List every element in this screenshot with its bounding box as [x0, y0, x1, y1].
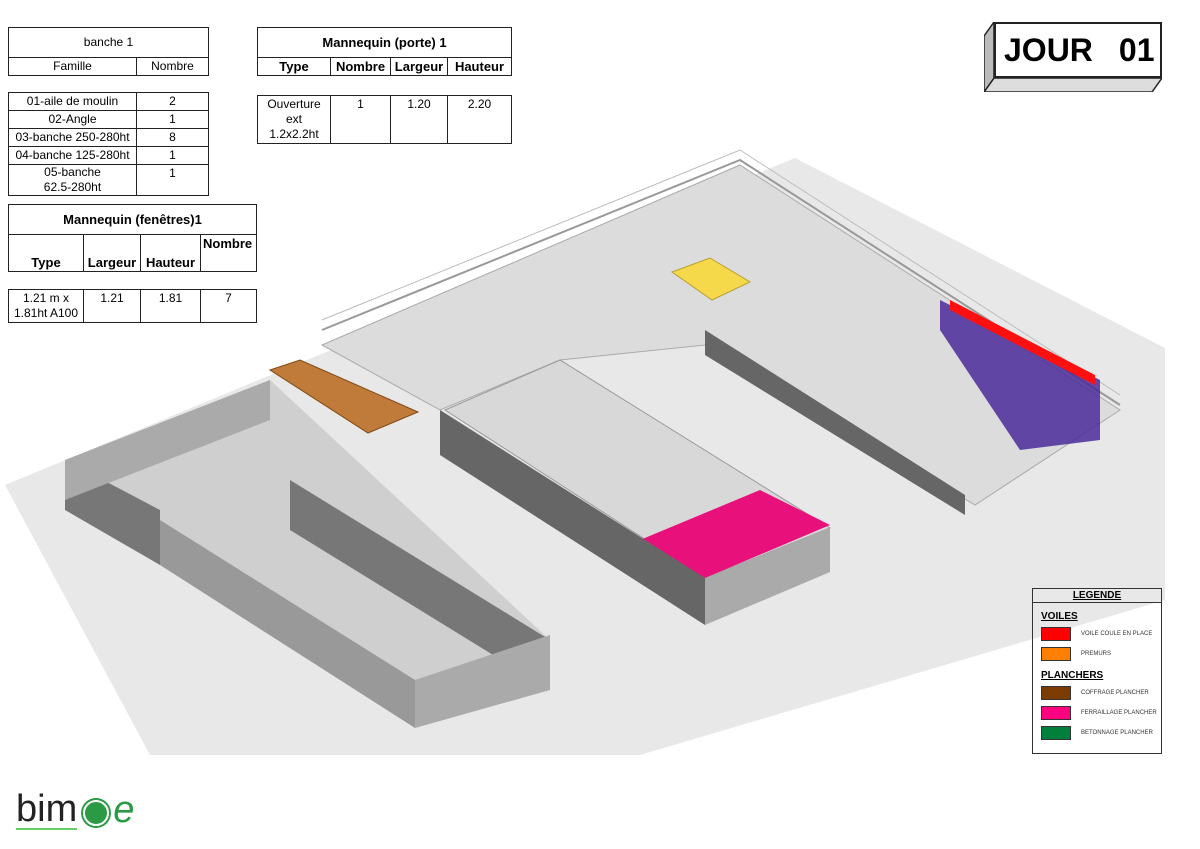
legend-label: FERRAILLAGE PLANCHER [1081, 710, 1157, 716]
yellow-slab [670, 257, 752, 301]
legend-label: COFFRAGE PLANCHER [1081, 690, 1149, 696]
color-swatch [1041, 647, 1071, 661]
legend-label: PREMURS [1081, 651, 1112, 657]
center-wall-end [705, 528, 830, 625]
cell: 2.20 [447, 95, 512, 144]
day-number: 01 [1118, 31, 1155, 68]
header: Type [257, 57, 331, 76]
color-swatch [1041, 706, 1071, 720]
header-famille: Famille [8, 57, 137, 76]
guardrail-back-top [321, 149, 1121, 396]
cell: 1 [136, 164, 209, 196]
left-block-floor [65, 380, 550, 728]
header: Hauteur [140, 234, 201, 272]
brown-slab [268, 359, 420, 434]
cell: 8 [136, 128, 209, 147]
header-nombre: Nombre [135, 57, 210, 76]
header: Hauteur [447, 57, 512, 76]
legend-item: COFFRAGE PLANCHER [1041, 685, 1161, 701]
logo-circle-icon [83, 800, 110, 826]
color-swatch [1041, 686, 1071, 700]
badge-3d-shadow [984, 22, 1162, 92]
legend: LEGENDE VOILES VOILE COULE EN PLACE PREM… [1032, 588, 1162, 754]
cell: 03-banche 250-280ht [8, 128, 137, 147]
center-wall [440, 410, 705, 625]
cell: 04-banche 125-280ht [8, 146, 137, 165]
legend-section-title: PLANCHERS [1041, 670, 1104, 681]
cell: 1.20 [390, 95, 448, 144]
logo-text: bim [16, 788, 78, 830]
cell: 7 [200, 289, 257, 323]
header: Largeur [390, 57, 448, 76]
legend-item: BETONNAGE PLANCHER [1041, 725, 1161, 741]
porte-title: Mannequin (porte) 1 [257, 27, 512, 58]
formwork-purple [940, 300, 1100, 450]
end-wall [415, 635, 550, 728]
color-swatch [1041, 627, 1071, 641]
color-swatch [1041, 726, 1071, 740]
cell: 2 [136, 92, 209, 111]
fenetres-title: Mannequin (fenêtres)1 [8, 204, 257, 235]
day-label: JOUR [1004, 31, 1093, 68]
cell: 1 [136, 110, 209, 129]
back-wall [65, 380, 270, 500]
formwork-red [950, 300, 1095, 385]
legend-label: BETONNAGE PLANCHER [1081, 730, 1153, 736]
header: Nombre [200, 234, 257, 272]
legend-item: FERRAILLAGE PLANCHER [1041, 705, 1161, 721]
header: Nombre [330, 57, 391, 76]
cell: 1.81 [140, 289, 201, 323]
cell: 02-Angle [8, 110, 137, 129]
cell: 1.21 m x 1.81ht A100 [8, 289, 84, 323]
logo-text-e: e [113, 789, 135, 831]
legend-label: VOILE COULE EN PLACE [1081, 631, 1153, 637]
legend-section-title: VOILES [1041, 611, 1078, 622]
left-long-wall [160, 520, 415, 728]
pink-slab [640, 490, 830, 578]
banche-title: banche 1 [8, 27, 209, 58]
cell: 1.21 [83, 289, 141, 323]
cell: 01-aile de moulin [8, 92, 137, 111]
header: Type [8, 234, 84, 272]
cell: 1 [136, 146, 209, 165]
day-badge: JOUR 01 [984, 22, 1162, 92]
cell: Ouverture ext 1.2x2.2ht [257, 95, 331, 144]
legend-title: LEGENDE [1033, 589, 1161, 603]
legend-item: VOILE COULE EN PLACE [1041, 626, 1161, 642]
header: Largeur [83, 234, 141, 272]
legend-item: PREMURS [1041, 646, 1161, 662]
right-wing-wall [705, 330, 965, 515]
right-long-wall [290, 480, 550, 690]
cell: 1 [330, 95, 391, 144]
cell: 05-banche 62.5-280ht [8, 164, 137, 196]
